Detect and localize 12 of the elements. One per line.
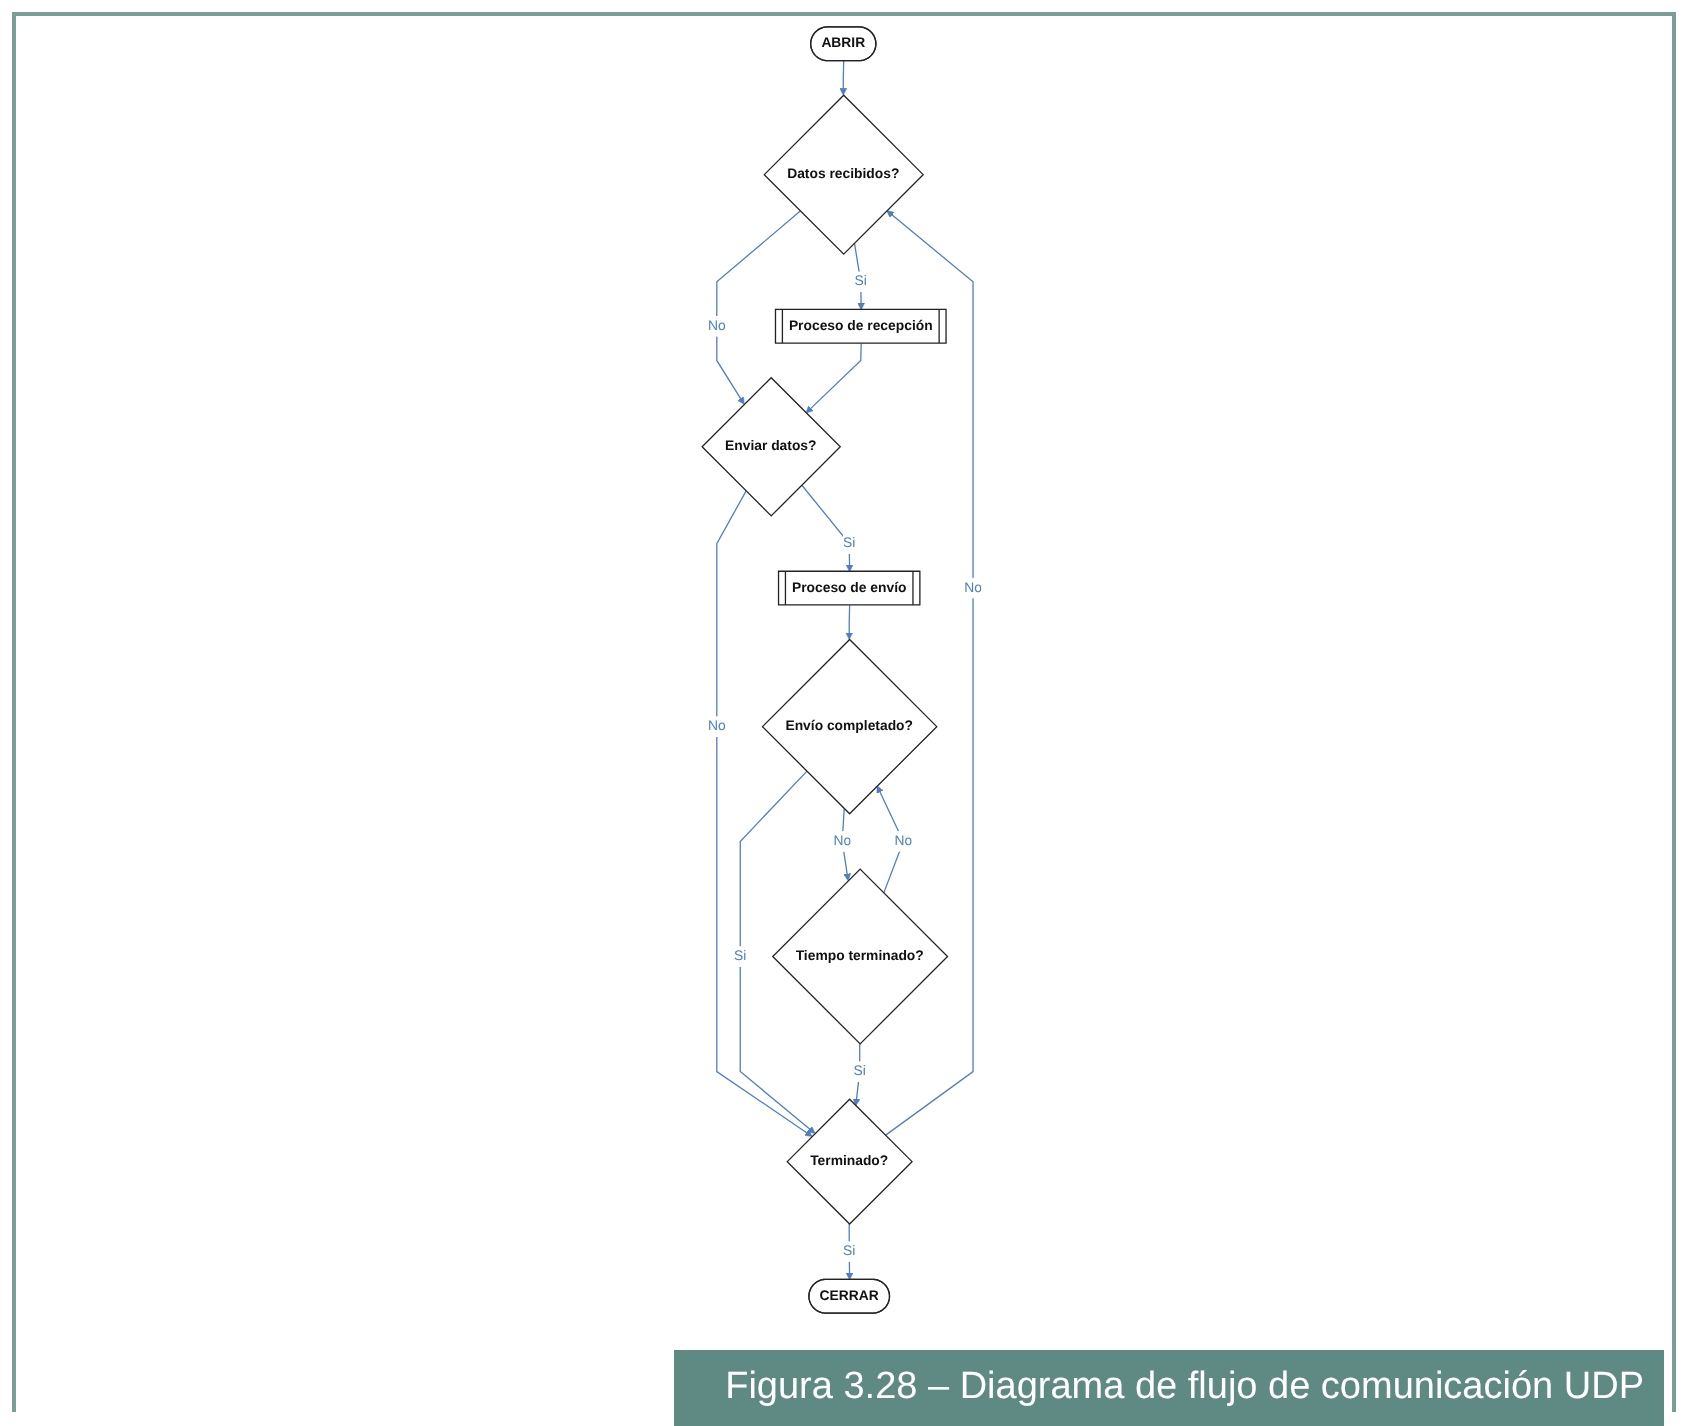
arrow bbox=[845, 604, 853, 640]
arrow bbox=[739, 770, 816, 1134]
arrow bbox=[852, 1043, 861, 1107]
arrow bbox=[801, 484, 854, 572]
arrow bbox=[839, 60, 848, 96]
arrow bbox=[884, 210, 974, 1136]
arrow bbox=[805, 342, 862, 414]
arrow bbox=[716, 210, 801, 405]
caption: Figura 3.28 – Diagrama de flujo de comunicación UDP bbox=[673, 1350, 1664, 1426]
arrow bbox=[716, 490, 813, 1137]
arrow bbox=[853, 242, 865, 311]
arrow bbox=[876, 785, 904, 894]
